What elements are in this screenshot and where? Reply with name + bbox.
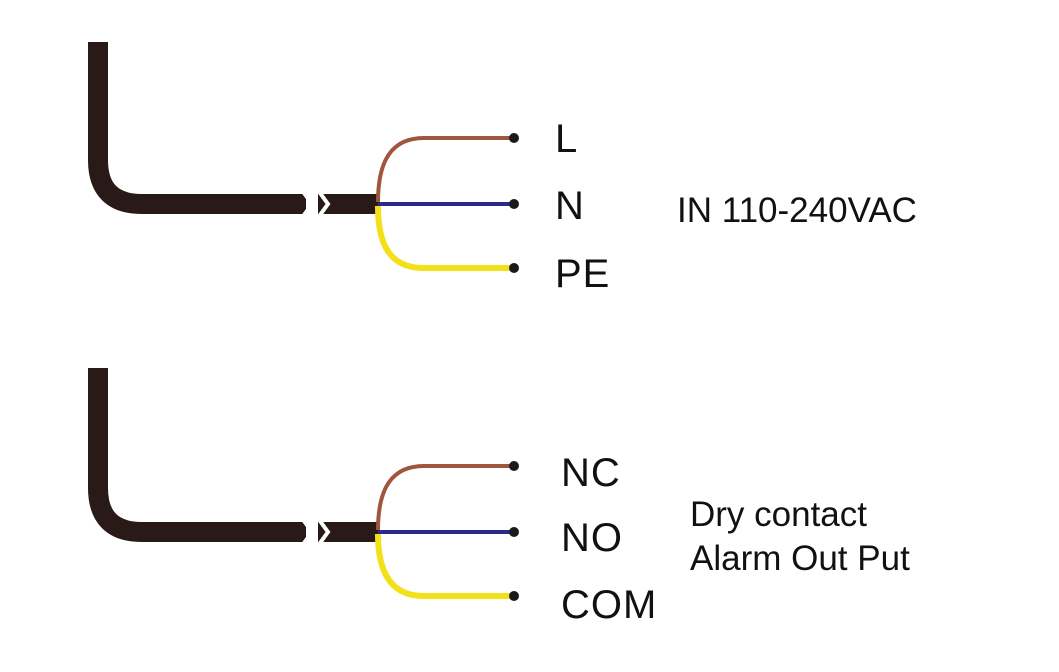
label-l: L <box>555 117 579 161</box>
alarm-cable-sheath <box>88 368 306 542</box>
label-com: COM <box>561 583 658 627</box>
power-cable <box>88 42 519 273</box>
label-n: N <box>555 184 585 228</box>
power-wire-pe <box>375 205 514 271</box>
terminal-l <box>509 133 519 143</box>
power-wire-l <box>376 136 514 203</box>
terminal-nc <box>509 461 519 471</box>
alarm-wire-nc <box>376 464 514 531</box>
label-no: NO <box>561 516 623 560</box>
label-nc: NC <box>561 451 621 495</box>
alarm-cable-break-mark <box>302 519 331 545</box>
power-description: IN 110-240VAC <box>677 191 917 230</box>
terminal-no <box>509 527 519 537</box>
terminal-com <box>509 591 519 601</box>
terminal-n <box>509 199 519 209</box>
power-cable-break-mark <box>302 191 331 217</box>
power-cable-sheath <box>88 42 306 214</box>
terminal-pe <box>509 263 519 273</box>
alarm-description-line-1: Dry contact <box>690 495 867 534</box>
alarm-description-line-2: Alarm Out Put <box>690 539 910 578</box>
alarm-wire-com <box>375 533 514 599</box>
alarm-cable <box>88 368 519 601</box>
label-pe: PE <box>555 252 611 296</box>
